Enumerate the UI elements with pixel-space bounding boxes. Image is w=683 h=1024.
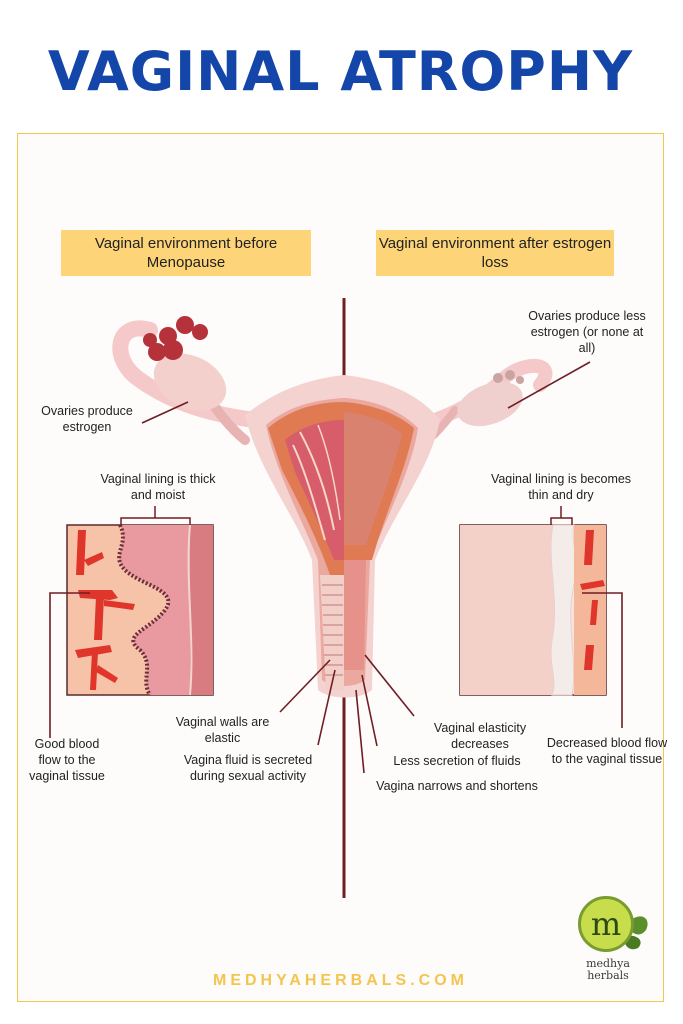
- page-title: VAGINAL ATROPHY: [47, 40, 634, 103]
- after-secretion-label: Less secretion of fluids: [393, 754, 521, 768]
- right-tissue-box: [459, 524, 607, 696]
- brand-line-2: herbals: [587, 969, 629, 982]
- before-header: Vaginal environment before Menopause: [61, 230, 311, 276]
- right-fimbriae: [493, 370, 524, 384]
- after-elasticity-label: Vaginal elasticity decreases: [433, 721, 527, 751]
- after-blood-flow-label: Decreased blood flow to the vaginal tiss…: [546, 736, 668, 766]
- after-lining-label: Vaginal lining is becomes thin and dry: [490, 472, 632, 502]
- footer-url[interactable]: MEDHYAHERBALS.COM: [213, 972, 468, 989]
- brand-name: medhya herbals: [577, 958, 639, 982]
- left-tissue-box: [66, 524, 214, 697]
- right-vaginal-canal: [344, 560, 366, 670]
- after-header: Vaginal environment after estrogen loss: [376, 230, 614, 276]
- before-lining-label: Vaginal lining is thick and moist: [100, 472, 216, 502]
- title-band: [17, 17, 664, 134]
- left-ovary-tube: [112, 316, 283, 445]
- leader-lines: [49, 361, 623, 774]
- left-cavity: [285, 420, 344, 560]
- brand-logo: m: [578, 896, 634, 952]
- before-fluid-label: Vagina fluid is secreted during sexual a…: [183, 753, 313, 783]
- after-ovaries-label: Ovaries produce less estrogen (or none a…: [528, 309, 646, 355]
- brand-line-1: medhya: [586, 957, 630, 970]
- left-fimbriae: [143, 316, 208, 361]
- before-walls-label: Vaginal walls are elastic: [175, 715, 270, 745]
- before-ovaries-label: Ovaries produce estrogen: [41, 404, 133, 434]
- right-cavity: [344, 412, 402, 545]
- after-narrows-label: Vagina narrows and shortens: [376, 779, 538, 793]
- right-blood-vessels: [580, 530, 605, 670]
- before-blood-flow-label: Good blood flow to the vaginal tissue: [29, 737, 105, 783]
- left-vaginal-canal: [320, 575, 344, 690]
